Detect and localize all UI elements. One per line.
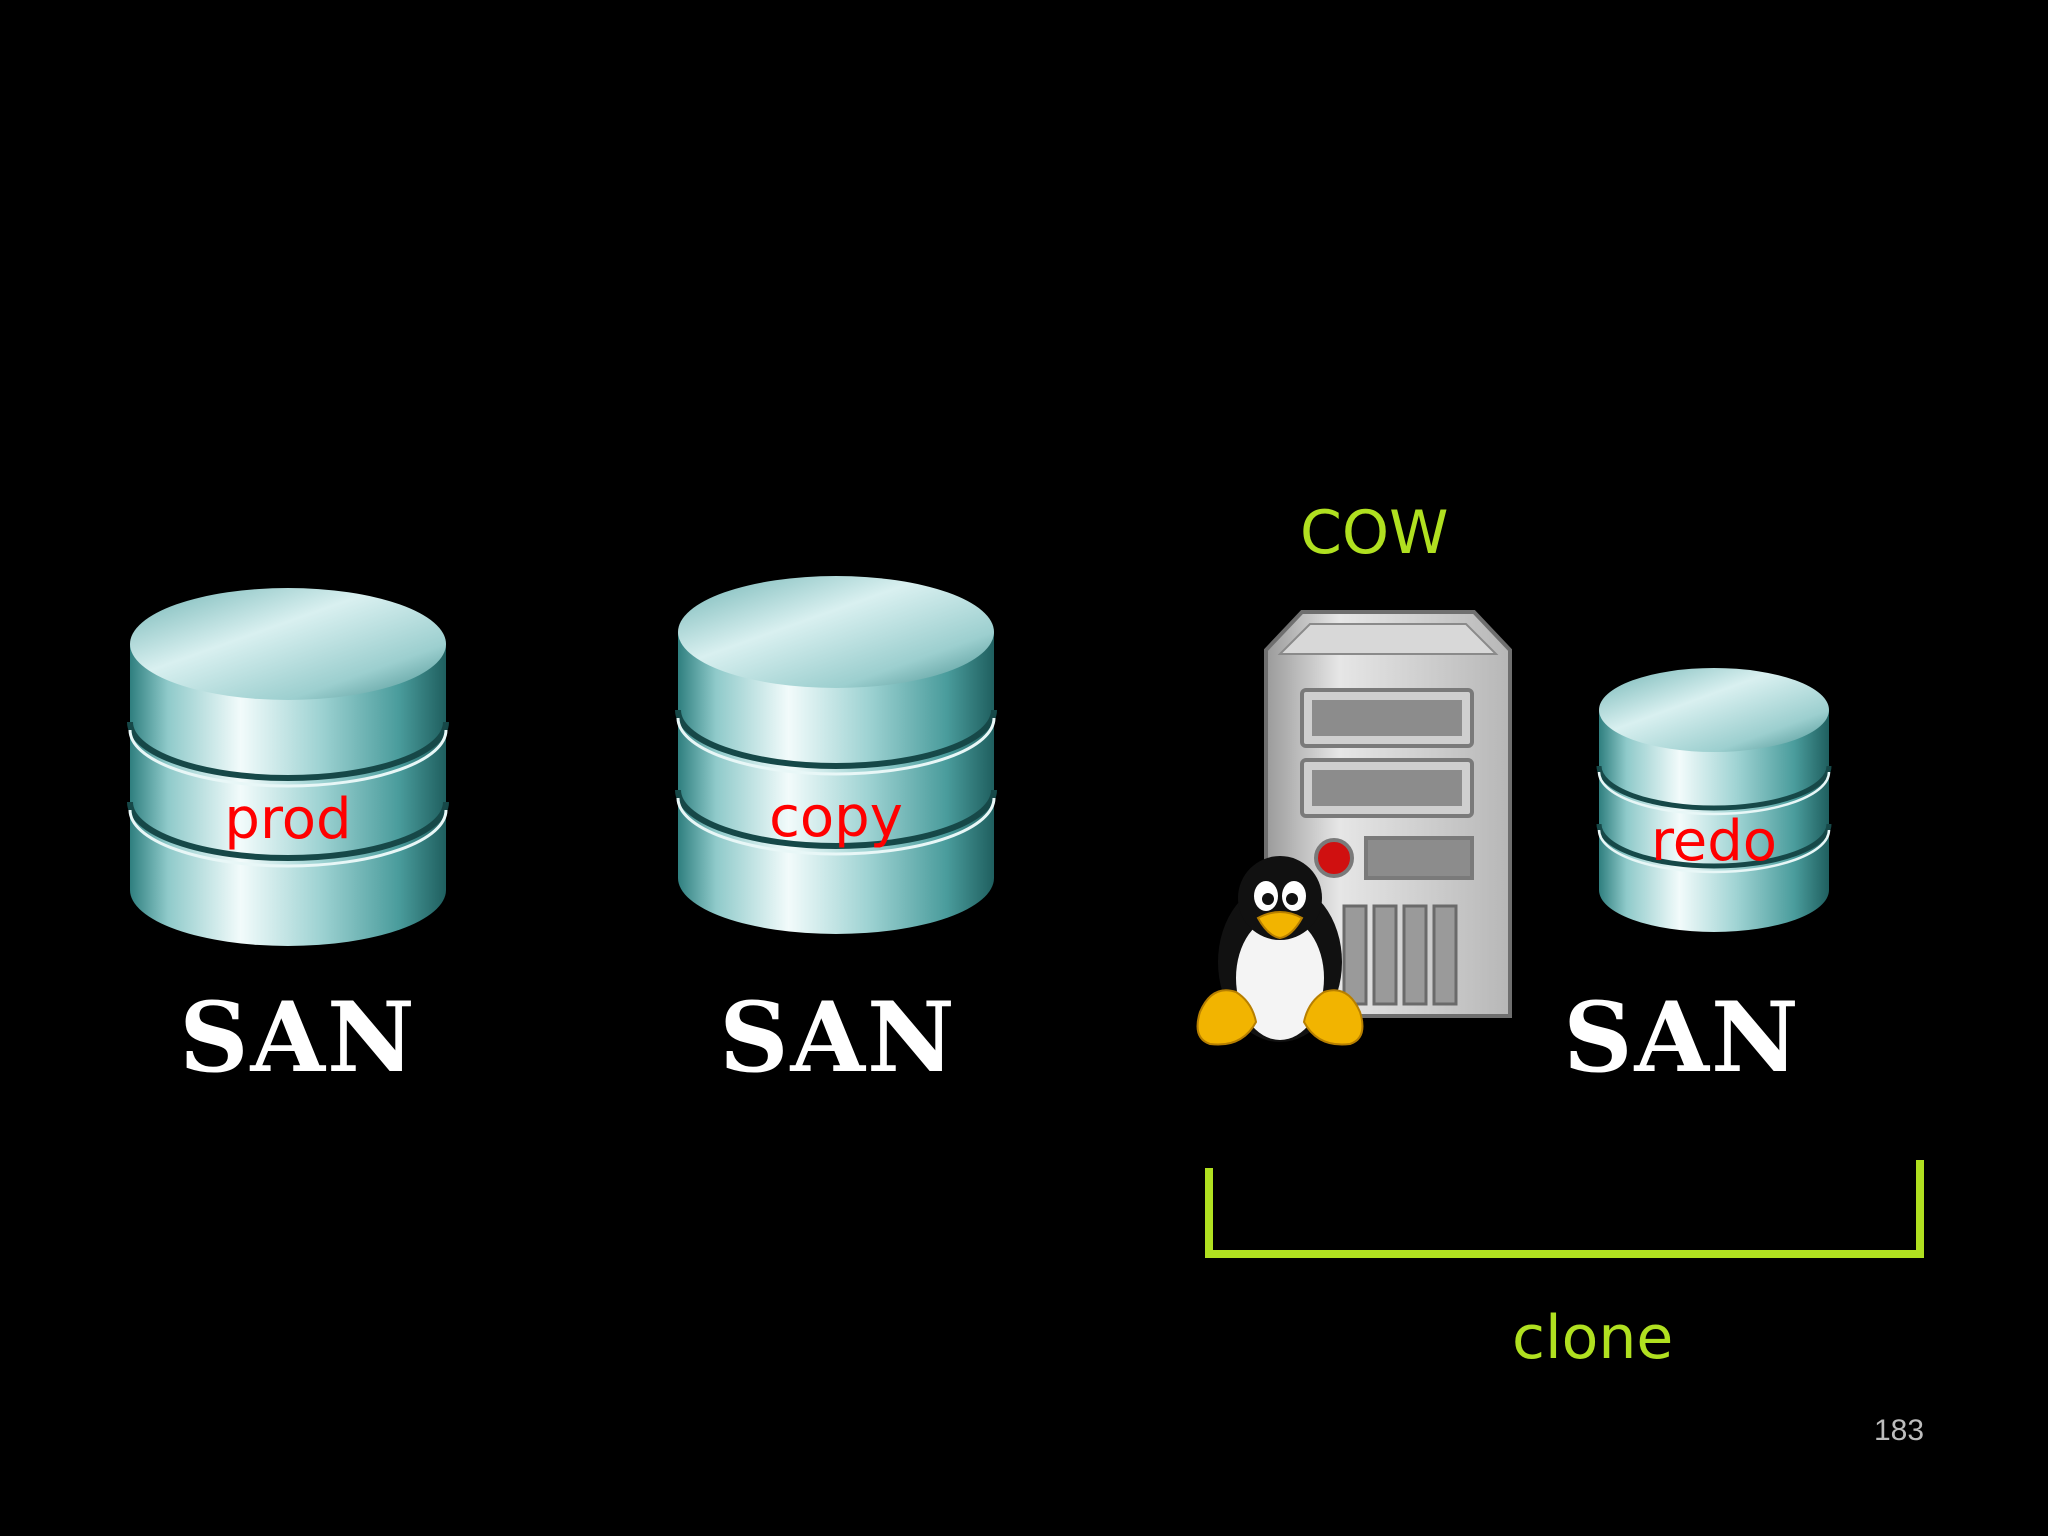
san-caption-2: SAN xyxy=(719,981,957,1094)
database-redo: redo xyxy=(1596,662,1832,936)
disk-label-prod: prod xyxy=(224,787,352,852)
page-number: 183 xyxy=(1874,1414,1925,1447)
san-caption-3: SAN xyxy=(1563,981,1801,1094)
database-cylinder-icon xyxy=(675,576,997,934)
database-cylinder-icon xyxy=(127,588,449,946)
disk-label-redo: redo xyxy=(1650,809,1778,874)
linux-penguin-icon xyxy=(1192,852,1368,1054)
database-copy: copy xyxy=(674,568,998,940)
clone-label: clone xyxy=(1512,1303,1674,1373)
san-caption-1: SAN xyxy=(179,981,417,1094)
clone-bracket xyxy=(1202,1156,1926,1264)
database-prod: prod xyxy=(126,580,450,952)
disk-label-copy: copy xyxy=(769,785,903,850)
database-cylinder-icon xyxy=(1596,668,1832,932)
cow-label: COW xyxy=(1300,498,1449,568)
